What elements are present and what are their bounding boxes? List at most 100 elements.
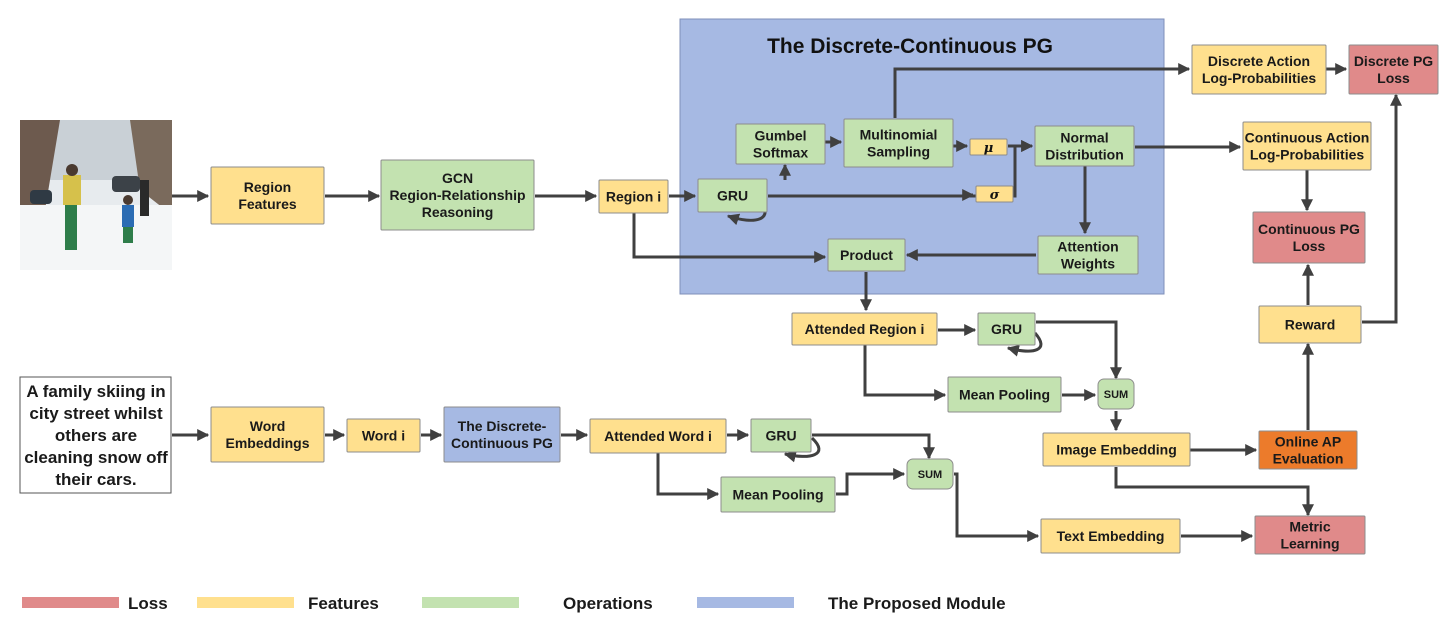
node-box [1034,125,1135,167]
input-street-photo [20,120,172,270]
node-label: Learning [1280,536,1339,552]
caption-line: A family skiing in [26,382,165,401]
legend-swatch-loss [22,597,119,608]
node-label: Gumbel [754,128,806,144]
node-gru-img: GRU [977,312,1036,346]
legend-label-features: Features [308,594,379,613]
node-label: Region [244,179,291,195]
node-gru-txt: GRU [750,418,812,453]
node-label: Metric [1289,519,1330,535]
node-box [1348,44,1439,95]
node-box [589,418,727,454]
node-box [443,406,561,463]
node-box [1258,430,1358,470]
legend-swatch-features [197,597,294,608]
node-box [1040,518,1181,554]
node-label: Attended Word i [604,428,712,444]
node-label: Log-Probabilities [1250,147,1365,163]
node-reward: Reward [1258,305,1362,344]
node-box [843,118,954,168]
node-label: Word i [362,428,405,444]
node-box [791,312,938,346]
node-box [210,406,325,463]
legend-swatch-proposed-module [697,597,794,608]
node-label: Multinomial [860,127,938,143]
node-box [1242,121,1372,171]
node-box [346,418,421,453]
node-box [975,185,1014,203]
node-box [1097,378,1135,410]
node-image-embedding: Image Embedding [1042,432,1191,467]
node-mu: μ [969,138,1008,156]
node-label: Normal [1060,130,1108,146]
node-box [906,458,954,490]
node-box [1042,432,1191,467]
legend-label-loss: Loss [128,594,168,613]
node-label: Loss [1293,238,1326,254]
node-sigma: σ [975,185,1014,203]
node-label: Region-Relationship [389,187,525,203]
node-label: GRU [717,188,748,204]
caption-line: others are [55,426,137,445]
node-box [598,179,669,214]
caption-line: cleaning snow off [24,448,168,467]
node-text-embedding: Text Embedding [1040,518,1181,554]
node-label: GRU [991,321,1022,337]
node-label: SUM [1104,389,1128,401]
node-label: GRU [765,428,796,444]
node-label: Continuous Action [1245,130,1370,146]
node-box [977,312,1036,346]
node-label: Features [238,196,297,212]
node-gru-pg: GRU [697,178,768,213]
node-label: Softmax [753,145,808,161]
node-label: Weights [1061,256,1115,272]
node-sum-txt: SUM [906,458,954,490]
node-label: Region i [606,189,661,205]
node-box [969,138,1008,156]
node-box [1254,515,1366,555]
node-label: Mean Pooling [733,487,824,503]
node-label: Attended Region i [805,321,925,337]
node-label: Embeddings [225,435,309,451]
node-mean-pooling-txt: Mean Pooling [720,476,836,513]
node-pg-module-small: The Discrete-Continuous PG [443,406,561,463]
node-label: Reasoning [422,204,494,220]
node-label: Word [250,418,286,434]
node-label: Distribution [1045,147,1124,163]
node-box [380,159,535,231]
node-label: Discrete PG [1354,53,1433,69]
node-mean-pooling-img: Mean Pooling [947,376,1062,413]
node-label: The Discrete- [458,418,547,434]
node-box [735,123,826,165]
node-label: SUM [918,469,942,481]
node-label: σ [990,188,1000,203]
node-label: Product [840,247,893,263]
node-box [1252,211,1366,264]
legend-label-operations: Operations [563,594,653,613]
node-box [827,238,906,272]
node-label: Discrete Action [1208,53,1310,69]
caption-line: their cars. [55,470,136,489]
node-label: Reward [1285,317,1336,333]
connectors [172,63,1402,542]
node-label: Attention [1057,239,1118,255]
node-label: GCN [442,170,473,186]
pg-module-title: The Discrete-Continuous PG [767,35,1053,58]
node-attended-word-i: Attended Word i [589,418,727,454]
node-product: Product [827,238,906,272]
node-sum-img: SUM [1097,378,1135,410]
node-label: Loss [1377,70,1410,86]
